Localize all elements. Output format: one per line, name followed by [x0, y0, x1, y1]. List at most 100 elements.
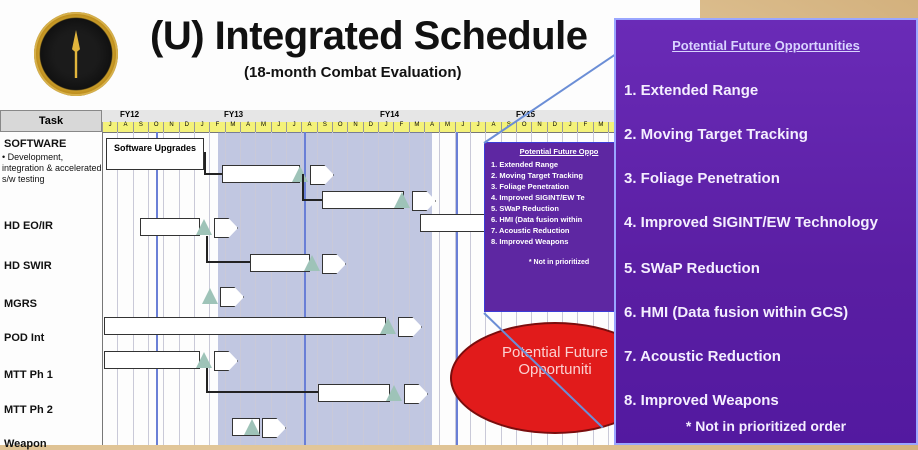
task-label: MTT Ph 1 — [4, 369, 53, 381]
month-cell: M — [439, 122, 454, 132]
zoom-panel-item: 3. Foliage Penetration — [624, 170, 780, 187]
month-grid-line — [148, 132, 149, 445]
milestone-pentagon-icon — [262, 418, 286, 438]
fy-boundary-line — [156, 132, 158, 445]
month-cell: S — [316, 122, 332, 132]
dependency-line — [302, 199, 322, 201]
month-cell: M — [224, 122, 240, 132]
month-grid-line — [163, 132, 165, 445]
fy-label: FY13 — [224, 110, 244, 119]
gantt-bar — [104, 317, 386, 335]
fy-boundary-line — [304, 132, 306, 445]
task-label: Weapon — [4, 438, 47, 450]
month-cell: A — [301, 122, 316, 132]
milestone-triangle-icon — [196, 219, 212, 235]
gantt-bar — [140, 218, 200, 236]
zoom-panel-item: 1. Extended Range — [624, 82, 759, 99]
month-grid-line — [439, 132, 441, 445]
task-label: POD Int — [4, 332, 45, 344]
zoom-panel-item: 8. Improved Weapons — [624, 392, 779, 409]
task-label: MTT Ph 2 — [4, 404, 53, 416]
month-grid-line — [362, 132, 364, 445]
mini-panel-item: 5. SWaP Reduction — [491, 204, 559, 213]
month-cell: J — [194, 122, 209, 132]
month-grid-line — [194, 132, 195, 445]
dependency-line — [206, 236, 208, 262]
fy-boundary-line — [456, 132, 458, 445]
month-grid-line — [424, 132, 425, 445]
milestone-pentagon-icon — [214, 218, 238, 238]
month-grid-line — [132, 132, 134, 445]
gantt-bar — [420, 214, 486, 232]
dependency-line — [206, 368, 208, 392]
month-grid-line — [408, 132, 410, 445]
milestone-triangle-icon — [244, 419, 260, 435]
mini-panel-item: 7. Acoustic Reduction — [491, 226, 570, 235]
month-cell: M — [592, 122, 608, 132]
month-grid-line — [332, 132, 333, 445]
dependency-line — [204, 173, 222, 175]
month-grid-line — [270, 132, 272, 445]
zoomed-opportunities-panel: Potential Future Opportunities 1. Extend… — [614, 18, 918, 445]
zoom-panel-item: 4. Improved SIGINT/EW Technology — [624, 214, 878, 231]
milestone-triangle-icon — [292, 166, 308, 182]
month-cell: J — [562, 122, 577, 132]
slide-subtitle: (18-month Combat Evaluation) — [244, 64, 462, 81]
month-cell: A — [117, 122, 132, 132]
fy-label: FY12 — [120, 110, 140, 119]
month-grid-line — [316, 132, 318, 445]
gantt-bar — [222, 165, 300, 183]
mini-panel-item: 2. Moving Target Tracking — [491, 171, 583, 180]
socom-seal-logo — [34, 12, 118, 96]
spearhead-icon — [72, 30, 80, 78]
month-cell: N — [163, 122, 178, 132]
month-cell: F — [393, 122, 408, 132]
ellipse-label: Potential Future Opportuniti — [502, 344, 608, 378]
software-upgrades-box: Software Upgrades — [106, 138, 204, 170]
mini-opportunities-panel: Potential Future Oppo 1. Extended Range … — [484, 142, 634, 312]
mini-panel-note: * Not in prioritized — [528, 259, 590, 266]
task-column-header: Task — [0, 110, 102, 132]
zoom-panel-item: 6. HMI (Data fusion within GCS) — [624, 304, 849, 321]
zoom-panel-heading: Potential Future Opportunities — [672, 38, 860, 53]
month-cell: J — [470, 122, 485, 132]
month-cell: J — [454, 122, 470, 132]
month-cell: A — [424, 122, 439, 132]
month-grid-line — [286, 132, 287, 445]
month-cell: S — [132, 122, 148, 132]
task-column: SOFTWARE • Development, integration & ac… — [0, 132, 103, 450]
gantt-bar — [104, 351, 200, 369]
zoom-panel-item: 2. Moving Target Tracking — [624, 126, 808, 143]
zoom-panel-item: 7. Acoustic Reduction — [624, 348, 781, 365]
fy-label: FY14 — [380, 110, 400, 119]
mini-panel-heading: Potential Future Oppo — [519, 147, 599, 156]
dependency-line — [204, 152, 206, 174]
month-grid-line — [347, 132, 349, 445]
month-grid-line — [240, 132, 241, 445]
task-label: HD EO/IR — [4, 220, 53, 232]
month-grid-line — [255, 132, 257, 445]
task-label: SOFTWARE — [4, 138, 67, 150]
gantt-bar — [318, 384, 390, 402]
month-cell: D — [362, 122, 378, 132]
month-cell: N — [531, 122, 546, 132]
milestone-pentagon-icon — [322, 254, 346, 274]
milestone-pentagon-icon — [220, 287, 244, 307]
month-grid-line — [301, 132, 303, 445]
zoom-panel-item: 5. SWaP Reduction — [624, 260, 760, 277]
month-grid-line — [117, 132, 119, 445]
month-grid-line — [178, 132, 180, 445]
month-cell: N — [347, 122, 362, 132]
month-cell: A — [240, 122, 255, 132]
mini-panel-item: 6. HMI (Data fusion within — [491, 215, 583, 224]
mini-panel-item: 3. Foliage Penetration — [491, 182, 569, 191]
month-cell: M — [255, 122, 270, 132]
milestone-pentagon-icon — [398, 317, 422, 337]
month-grid-line — [454, 132, 456, 445]
milestone-pentagon-icon — [310, 165, 334, 185]
month-cell: J — [286, 122, 301, 132]
zoom-panel-note: * Not in prioritized order — [685, 418, 847, 434]
month-cell: A — [485, 122, 500, 132]
milestone-triangle-icon — [202, 288, 218, 304]
dependency-line — [302, 174, 304, 200]
